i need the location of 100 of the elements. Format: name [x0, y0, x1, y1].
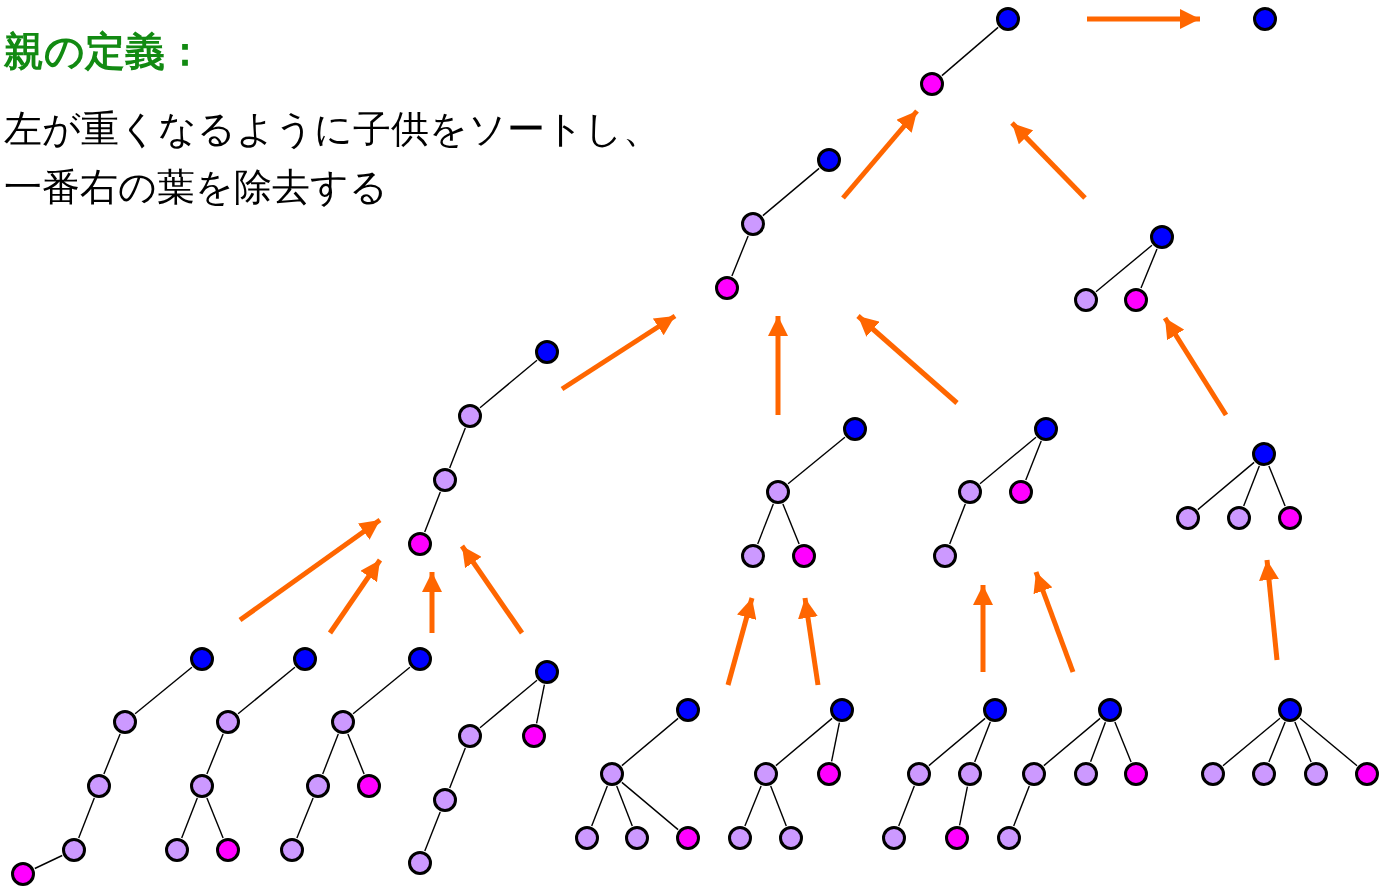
arrow — [327, 558, 383, 635]
tree-edge-line — [34, 854, 63, 870]
tree-edge-line — [134, 666, 193, 715]
tree-edge-line — [979, 436, 1037, 485]
removed-leaf-circle — [676, 826, 700, 850]
tree-edge-line — [1114, 721, 1132, 763]
removed-leaf-circle — [357, 774, 381, 798]
arrow — [459, 544, 525, 635]
node-circle — [958, 480, 982, 504]
root-node-circle — [1253, 7, 1277, 31]
node-circle — [625, 826, 649, 850]
node-circle — [1252, 762, 1276, 786]
node-circle — [87, 774, 111, 798]
root-node-circle — [830, 698, 854, 722]
node-circle — [741, 212, 765, 236]
heading: 親の定義： — [4, 27, 205, 76]
node-circle — [216, 710, 240, 734]
node-circle — [1227, 506, 1251, 530]
removed-leaf-circle — [817, 762, 841, 786]
node-circle — [190, 774, 214, 798]
node-circle — [779, 826, 803, 850]
tree-edge-line — [206, 797, 224, 839]
tree-edge-line — [958, 786, 969, 826]
tree-edge-line — [974, 721, 991, 763]
node-circle — [1074, 762, 1098, 786]
tree-edge-line — [616, 785, 633, 827]
root-node-circle — [535, 660, 559, 684]
tree-edge-line — [1013, 785, 1030, 827]
tree-edge-line — [206, 733, 224, 775]
tree-edge-line — [621, 781, 679, 831]
arrow — [798, 597, 821, 686]
removed-leaf-circle — [792, 544, 816, 568]
root-node-circle — [817, 148, 841, 172]
arrow — [560, 313, 677, 392]
tree-edge-line — [1294, 721, 1312, 763]
root-node-circle — [676, 698, 700, 722]
node-circle — [575, 826, 599, 850]
node-circle — [600, 762, 624, 786]
removed-leaf-circle — [11, 862, 35, 886]
tree-edge-line — [941, 26, 999, 77]
root-node-circle — [190, 647, 214, 671]
tree-edge-line — [449, 747, 466, 789]
tree-edge-line — [770, 785, 787, 827]
node-circle — [933, 544, 957, 568]
node-circle — [907, 762, 931, 786]
tree-edge-line — [775, 717, 833, 767]
node-circle — [754, 762, 778, 786]
removed-leaf-circle — [216, 838, 240, 862]
tree-edge-line — [949, 503, 966, 545]
root-node-circle — [535, 340, 559, 364]
arrow — [725, 597, 757, 686]
root-node-circle — [408, 647, 432, 671]
root-node-circle — [983, 698, 1007, 722]
node-circle — [408, 851, 432, 875]
arrow — [973, 585, 993, 672]
tree-edge-line — [181, 797, 198, 839]
tree-edge-line — [237, 666, 296, 715]
node-circle — [433, 468, 457, 492]
removed-leaf-circle — [522, 724, 546, 748]
node-circle — [882, 826, 906, 850]
tree-edge-line — [479, 359, 538, 409]
node-circle — [1304, 762, 1328, 786]
root-node-circle — [996, 7, 1020, 31]
tree-edge-line — [787, 436, 846, 485]
tree-edge-line — [782, 503, 800, 545]
removed-leaf-circle — [945, 826, 969, 850]
tree-edge-line — [1197, 461, 1255, 511]
node-circle — [62, 838, 86, 862]
removed-leaf-circle — [1355, 762, 1379, 786]
node-circle — [306, 774, 330, 798]
arrow — [856, 314, 959, 405]
tree-edge-line — [535, 684, 546, 724]
node-circle — [741, 544, 765, 568]
arrow — [768, 316, 788, 415]
tree-edge-line — [424, 811, 441, 852]
arrow — [841, 109, 919, 200]
tree-edge-line — [1222, 717, 1281, 767]
arrow — [1033, 571, 1076, 673]
tree-edge-line — [1140, 248, 1158, 289]
node-circle — [331, 710, 355, 734]
tree-edge-line — [1268, 465, 1286, 507]
node-circle — [280, 838, 304, 862]
tree-edge-line — [757, 503, 774, 545]
tree-edge-line — [731, 235, 749, 277]
node-circle — [958, 762, 982, 786]
removed-leaf-circle — [408, 532, 432, 556]
removed-leaf-circle — [1278, 506, 1302, 530]
node-circle — [766, 480, 790, 504]
tree-edge-line — [1299, 717, 1358, 767]
node-circle — [458, 724, 482, 748]
removed-leaf-circle — [920, 72, 944, 96]
node-circle — [458, 404, 482, 428]
arrow — [422, 572, 442, 633]
arrow — [1010, 121, 1087, 200]
tree-edge-line — [322, 733, 339, 775]
tree-edge-line — [1243, 465, 1260, 507]
root-node-circle — [293, 647, 317, 671]
tree-edge-line — [621, 717, 679, 767]
removed-leaf-circle — [1124, 762, 1148, 786]
node-circle — [165, 838, 189, 862]
